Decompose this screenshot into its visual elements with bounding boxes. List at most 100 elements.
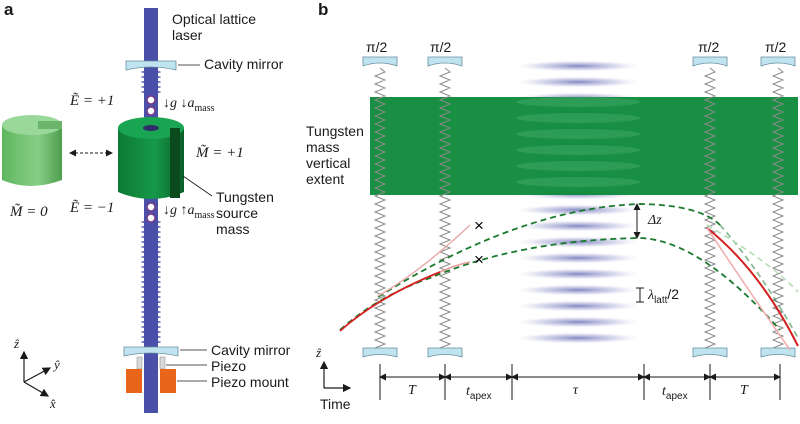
axes-3d (19, 350, 52, 397)
lambda-symbol: λ (648, 288, 655, 303)
red-path-left (339, 271, 441, 332)
piezo (136, 356, 143, 370)
pulse-label-3: π/2 (698, 39, 720, 55)
pulse-mirrors (362, 56, 796, 358)
cross-mark-upper: × (474, 216, 484, 235)
source-mass-label: Tungsten source mass (216, 189, 274, 237)
fringe (512, 268, 644, 280)
tungsten-mass-removed (2, 115, 62, 186)
wave-stripe (141, 315, 161, 319)
e-plus-label: Ẽ = +1 (70, 93, 115, 109)
red-path-left-fade (439, 261, 471, 273)
wave-stripe (141, 285, 161, 289)
fringe (512, 76, 644, 88)
interval-ticks (379, 364, 781, 400)
piezo-2 (159, 356, 166, 370)
bottom-cavity-mirror (123, 346, 179, 357)
wave-stripe (141, 270, 161, 274)
wave-stripe (141, 275, 161, 279)
tapex1-sub: apex (469, 390, 492, 402)
wave-stripe (141, 85, 161, 89)
time-label: Time (320, 396, 351, 412)
fringe-over (516, 161, 640, 171)
pulse-mirror-bottom (692, 347, 728, 358)
source-mass-leader (182, 175, 213, 197)
g-down-label: ↓g ↓amass (163, 96, 215, 116)
wave-stripe (141, 300, 161, 304)
pulse-mirror-bottom (760, 347, 796, 358)
wave-stripe (141, 310, 161, 314)
tapex1-t: t (466, 384, 470, 399)
wave-stripe (141, 235, 161, 239)
panel-a (2, 8, 213, 413)
red-path-branch (377, 224, 471, 297)
fringe-over (516, 113, 640, 123)
wave-stripe (141, 70, 161, 74)
fringe (512, 204, 644, 216)
wave-stripe (141, 305, 161, 309)
pulse-mirror-top (362, 56, 398, 67)
fringe (512, 284, 644, 296)
tapex2-sub: apex (665, 390, 688, 402)
fringe (512, 332, 644, 344)
wave-stripe (141, 75, 161, 79)
e-minus-label: Ẽ = −1 (70, 200, 115, 216)
wave-stripe (141, 340, 161, 344)
cross-mark-lower: × (474, 250, 484, 269)
atom-bottom-1 (146, 202, 156, 212)
axis-y-label: ŷ (54, 357, 60, 372)
wave-stripe (141, 335, 161, 339)
a-mass-sub-top: mass (194, 102, 215, 114)
panel-b-letter: b (318, 0, 329, 19)
atom-top-2 (146, 106, 156, 116)
green-path-right-fade (706, 224, 799, 293)
wave-stripe (141, 255, 161, 259)
panel-b: × × (319, 56, 799, 400)
interval-T1: T (408, 383, 416, 398)
tungsten-source-mass (118, 117, 184, 199)
pulse-mirror-bottom (427, 347, 463, 358)
delta-z-label: Δz (648, 213, 662, 228)
fringe (512, 220, 644, 232)
axis-x-label: x̂ (50, 396, 56, 411)
wave-stripe (141, 80, 161, 84)
trajectory-upper (377, 203, 721, 298)
pulse-spring (703, 67, 717, 349)
axis-z-label: ẑ (14, 336, 20, 351)
lambda-label: λlatt/2 (648, 287, 679, 308)
wave-stripe (141, 265, 161, 269)
wave-stripe (141, 240, 161, 244)
standing-wave (141, 70, 161, 344)
tapex2-t: t (662, 384, 666, 399)
g-up-text: ↓g ↑a (163, 203, 195, 218)
wave-stripe (141, 280, 161, 284)
wave-stripe (141, 230, 161, 234)
fringe (512, 60, 644, 72)
laser-label: Optical lattice laser (172, 11, 257, 43)
fringe (512, 316, 644, 328)
interval-tau: τ (573, 383, 579, 398)
piezo-label: Piezo (211, 358, 247, 374)
pulse-mirror-top (427, 56, 463, 67)
m-zero-label: M̃ = 0 (10, 204, 48, 220)
wave-stripe (141, 290, 161, 294)
pulse-mirror-top (760, 56, 796, 67)
g-down-text: ↓g ↓a (163, 96, 195, 111)
fringe-over (516, 129, 640, 139)
pulse-label-1: π/2 (366, 39, 388, 55)
lattice-fringes-over-mass (516, 97, 640, 187)
pulse-label-2: π/2 (430, 39, 452, 55)
wave-stripe (141, 325, 161, 329)
a-mass-sub-bottom: mass (194, 209, 215, 221)
trajectory-upper-tail (719, 224, 799, 339)
wave-stripe (141, 320, 161, 324)
trajectory-lower (339, 237, 781, 331)
wave-stripe (141, 330, 161, 334)
top-mirror-label: Cavity mirror (204, 56, 284, 72)
time-axis-z-label: ẑ (316, 345, 322, 360)
piezo-mount-right (160, 369, 176, 393)
fringe (512, 252, 644, 264)
fringe-over (516, 97, 640, 107)
pulse-spring (438, 67, 452, 349)
